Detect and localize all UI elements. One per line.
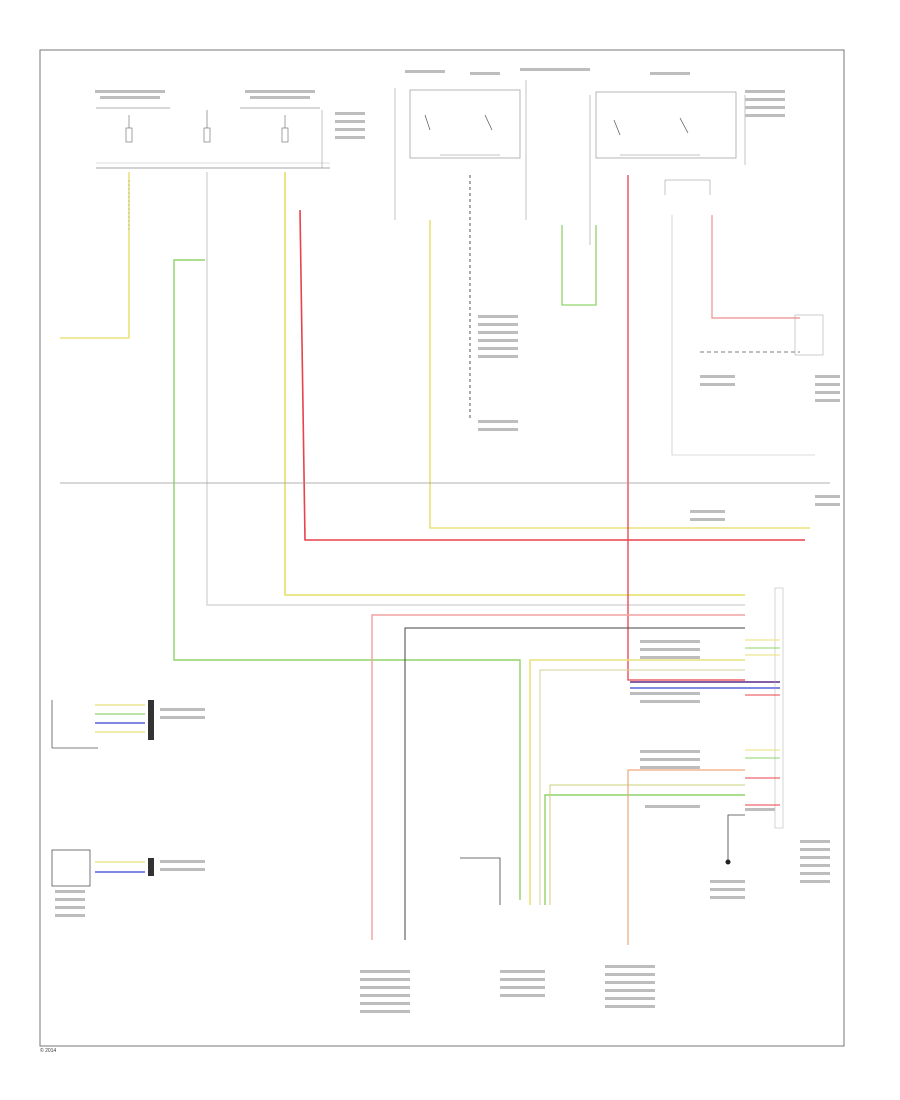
left-lower-module [51,700,154,749]
faint-labels [55,68,840,1013]
wire-yellow-left [60,172,130,339]
wire-red-lower [371,614,745,940]
wire-white-center [206,172,745,606]
wire-dark-lower [404,627,745,940]
ground-point-icon [725,859,731,865]
wire-yellow-center [284,172,745,596]
wire-orange-lower [627,769,745,945]
left-lower-sensor [51,849,154,887]
diagram-frame [39,49,845,1047]
wire-red-short [711,215,800,319]
wire-green-loop [561,225,597,306]
wire-red-right [627,175,745,681]
right-connector-column [745,587,784,829]
wire-red-center [299,209,805,541]
wire-yellow-lower [529,659,745,905]
footer-code: © 2014 [40,1048,57,1054]
relay-block-right [394,80,746,245]
right-module-box [794,314,824,356]
wire-green [173,259,521,900]
wire-yellow-relay [429,220,810,529]
wire-green-lower [544,794,745,905]
fuse-block-left [96,107,330,169]
